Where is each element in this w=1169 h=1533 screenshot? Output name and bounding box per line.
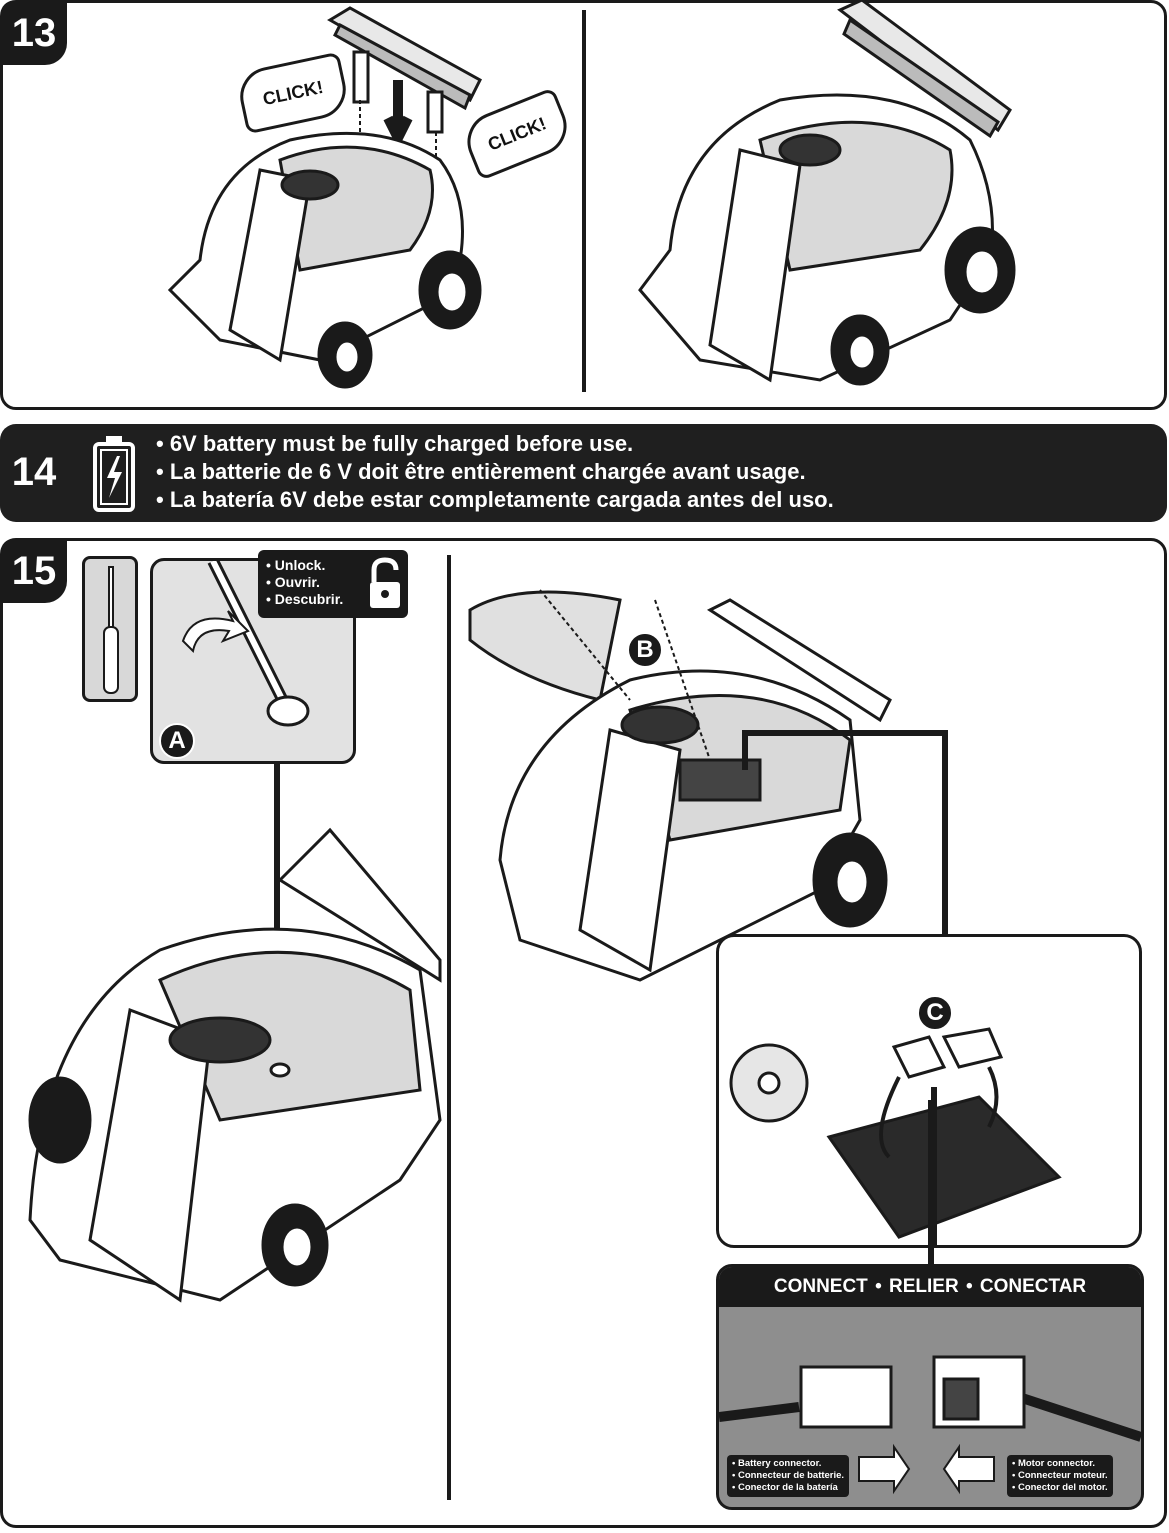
arrow-c-up bbox=[931, 1087, 937, 1245]
unlock-es: • Descubrir. bbox=[266, 591, 344, 607]
arrow-a-to-car bbox=[274, 764, 280, 1054]
bracket-line-side bbox=[942, 730, 948, 938]
unlocked-padlock-icon bbox=[370, 557, 400, 608]
battery-wiring-illustration bbox=[729, 1027, 1062, 1239]
label-c: C bbox=[917, 995, 953, 1031]
battery-instruction-es: • La batería 6V debe estar completamente… bbox=[156, 487, 834, 512]
unlock-screw-illustration bbox=[181, 561, 310, 727]
motor-connector-label: • Motor connector. • Connecteur moteur. … bbox=[1007, 1455, 1113, 1497]
battery-instruction-en: • 6V battery must be fully charged befor… bbox=[156, 431, 634, 456]
battery-connector-fr: • Connecteur de batterie. bbox=[732, 1470, 845, 1481]
bracket-line-stub bbox=[742, 730, 748, 770]
battery-instruction-fr: • La batterie de 6 V doit être entièreme… bbox=[156, 459, 806, 484]
label-a: A bbox=[159, 723, 195, 759]
arrow-c-connector bbox=[928, 1100, 934, 1266]
step-13-number: 13 bbox=[1, 1, 67, 65]
step-13-divider bbox=[582, 10, 586, 392]
connector-plugs-illustration bbox=[719, 1355, 1141, 1495]
connect-header: CONNECT • RELIER • CONECTAR bbox=[719, 1267, 1141, 1307]
ride-on-car-assembled-illustration bbox=[638, 0, 1016, 386]
battery-connector-en: • Battery connector. bbox=[732, 1458, 822, 1469]
unlock-en: • Unlock. bbox=[266, 557, 326, 573]
step-14-battery-bar: 14 • 6V battery must be fully charged be… bbox=[0, 424, 1167, 522]
battery-connector-es: • Conector de la batería bbox=[732, 1482, 838, 1493]
step-15-divider bbox=[447, 555, 451, 1500]
bracket-line-top bbox=[742, 730, 948, 736]
connect-panel: CONNECT • RELIER • CONECTAR • Battery co… bbox=[716, 1264, 1144, 1510]
motor-connector-fr: • Connecteur moteur. bbox=[1012, 1470, 1108, 1481]
unlock-fr: • Ouvrir. bbox=[266, 574, 320, 590]
click-text-left: CLICK! bbox=[260, 76, 325, 109]
ride-on-car-illustration bbox=[167, 6, 482, 389]
battery-connector-label: • Battery connector. • Connecteur de bat… bbox=[727, 1455, 850, 1497]
label-b: B bbox=[627, 632, 663, 668]
ride-on-car-seat-illustration bbox=[28, 827, 442, 1303]
step-14-number: 14 bbox=[11, 450, 57, 494]
motor-connector-en: • Motor connector. bbox=[1012, 1458, 1096, 1469]
battery-instructions: • 6V battery must be fully charged befor… bbox=[156, 430, 834, 514]
click-text-right: CLICK! bbox=[484, 112, 549, 155]
battery-charge-icon bbox=[93, 436, 135, 512]
motor-connector-es: • Conector del motor. bbox=[1012, 1482, 1108, 1493]
screwdriver-tool-box bbox=[82, 556, 138, 702]
screwdriver-icon bbox=[103, 566, 119, 694]
unlock-label: • Unlock. • Ouvrir. • Descubrir. bbox=[258, 550, 408, 618]
step-15-number: 15 bbox=[1, 539, 67, 603]
